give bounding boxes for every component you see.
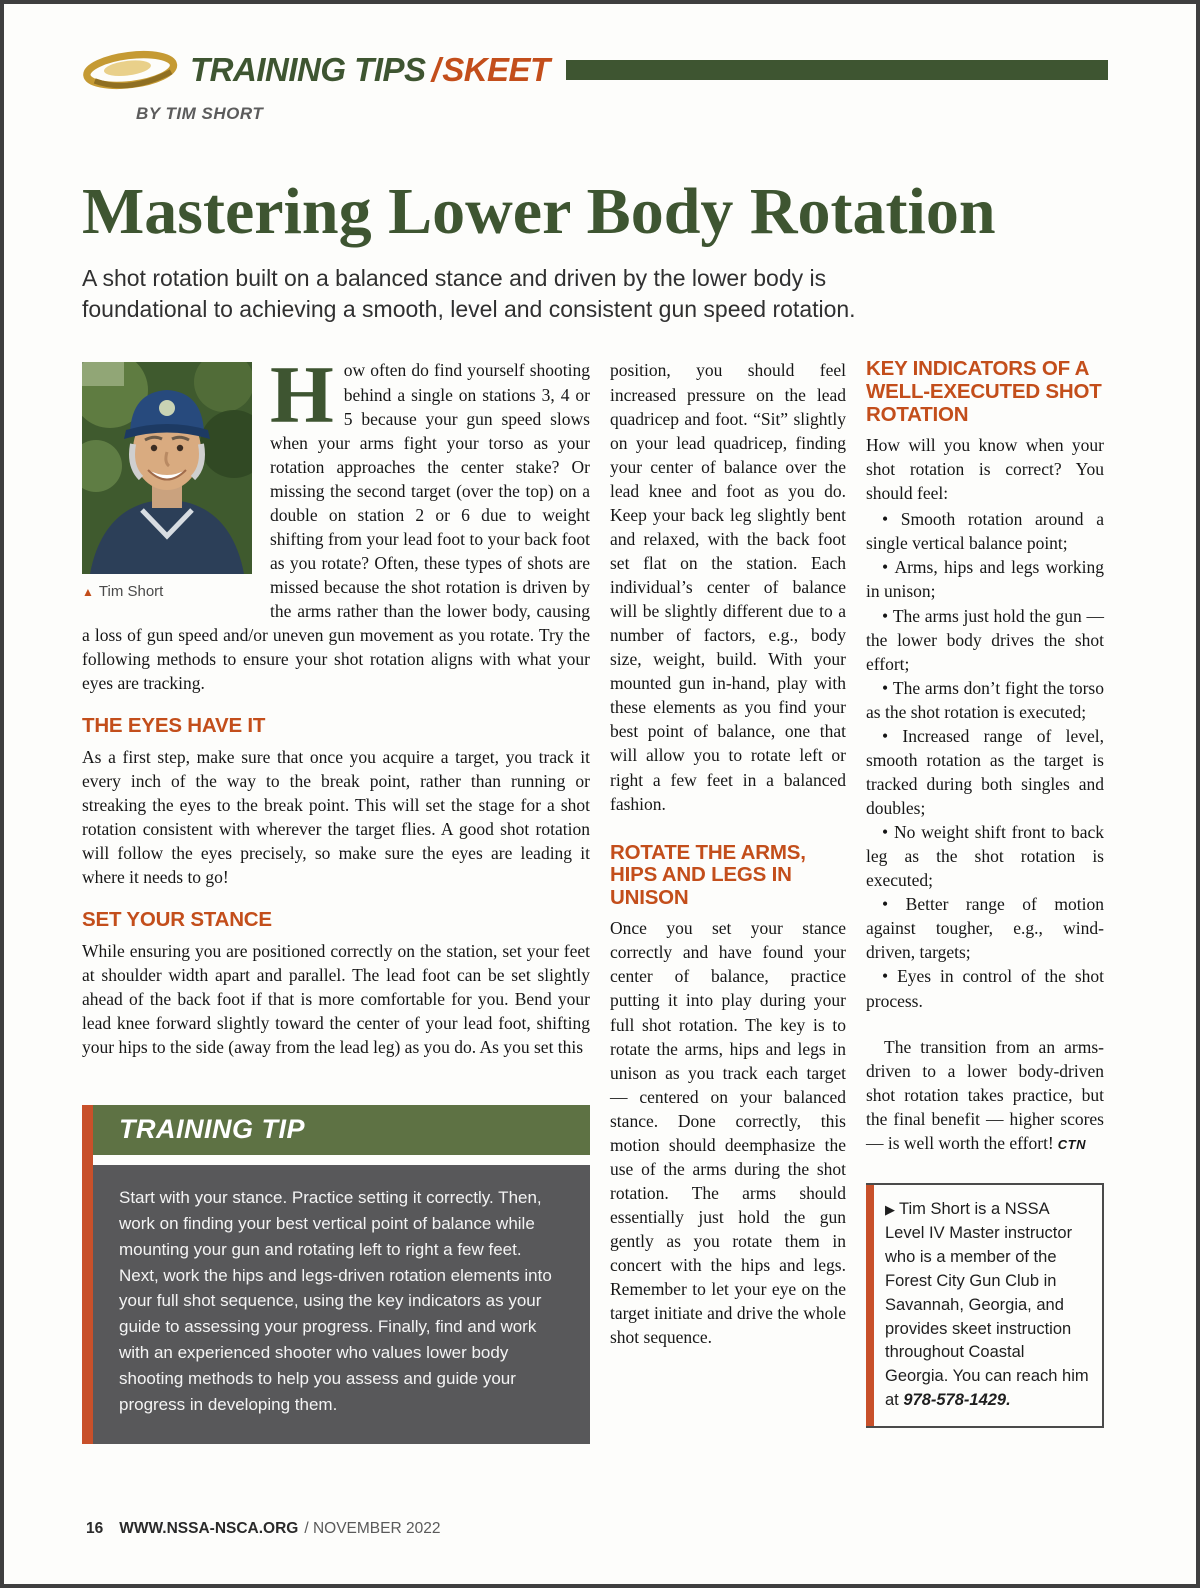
heading-the-eyes-have-it: THE EYES HAVE IT bbox=[82, 714, 266, 738]
training-tip-body: Start with your stance. Practice setting… bbox=[93, 1165, 590, 1444]
page-number: 16 bbox=[86, 1520, 104, 1537]
kicker-separator: / bbox=[431, 51, 441, 88]
kicker-row: TRAINING TIPS/SKEET bbox=[82, 46, 1108, 94]
heading-key-indicators: KEY INDICATORS OF A WELL-EXECUTED SHOT R… bbox=[866, 357, 1102, 426]
dropcap: H bbox=[270, 349, 334, 441]
photo-caption-text: Tim Short bbox=[98, 583, 164, 601]
bio-arrow-icon: ▶ bbox=[885, 1201, 895, 1217]
author-photo-figure: ▲ Tim Short bbox=[82, 362, 252, 603]
continuation-paragraph: position, you should feel increased pres… bbox=[610, 360, 846, 814]
indicators-list: Smooth rotation around a single vertical… bbox=[866, 507, 1104, 1012]
eyes-paragraph: As a first step, make sure that once you… bbox=[82, 746, 590, 888]
byline: BY TIM SHORT bbox=[136, 104, 264, 123]
kicker-topic: SKEET bbox=[442, 51, 550, 88]
nssa-swoosh-logo-icon bbox=[83, 50, 178, 90]
footer-issue-date: / NOVEMBER 2022 bbox=[304, 1520, 441, 1537]
bio-phone: 978-578-1429. bbox=[903, 1391, 1011, 1410]
ctn-endmark: CTN bbox=[1057, 1136, 1086, 1152]
indicator-item: Arms, hips and legs working in unison; bbox=[866, 555, 1104, 603]
page-content: TRAINING TIPS/SKEET BY TIM SHORT Masteri… bbox=[4, 4, 1108, 1444]
caption-triangle-icon: ▲ bbox=[82, 585, 94, 600]
indicator-item: Better range of motion against tougher, … bbox=[866, 892, 1104, 964]
closing-text: The transition from an arms-driven to a … bbox=[866, 1036, 1104, 1153]
indicator-item: Eyes in control of the shot process. bbox=[866, 964, 1104, 1012]
indicator-item: Smooth rotation around a single vertical… bbox=[866, 507, 1104, 555]
column-3: KEY INDICATORS OF A WELL-EXECUTED SHOT R… bbox=[866, 358, 1104, 1443]
intro-text: ow often do find yourself shooting behin… bbox=[82, 360, 590, 694]
author-bio-box: ▶Tim Short is a NSSA Level IV Master ins… bbox=[866, 1182, 1104, 1429]
article-headline: Mastering Lower Body Rotation bbox=[82, 175, 996, 248]
bio-text: Tim Short is a NSSA Level IV Master inst… bbox=[885, 1199, 1089, 1410]
stance-paragraph: While ensuring you are positioned correc… bbox=[82, 940, 590, 1058]
indicators-intro: How will you know when your shot rotatio… bbox=[866, 435, 1104, 504]
training-tip-box: TRAINING TIP Start with your stance. Pra… bbox=[82, 1105, 590, 1444]
kicker-title: TRAINING TIPS bbox=[190, 51, 426, 88]
closing-paragraph: The transition from an arms-driven to a … bbox=[866, 1035, 1104, 1155]
bio-accent-bar bbox=[866, 1184, 874, 1427]
heading-set-your-stance: SET YOUR STANCE bbox=[82, 908, 272, 932]
column-2: position, you should feel increased pres… bbox=[610, 358, 846, 1443]
page-footer: 16 WWW.NSSA-NSCA.ORG / NOVEMBER 2022 bbox=[86, 1520, 440, 1538]
indicator-item: The arms just hold the gun — the lower b… bbox=[866, 604, 1104, 676]
indicator-item: Increased range of level, smooth rotatio… bbox=[866, 724, 1104, 820]
indicator-item: No weight shift front to back leg as the… bbox=[866, 820, 1104, 892]
footer-site-url: WWW.NSSA-NSCA.ORG bbox=[119, 1520, 299, 1537]
tip-gap bbox=[93, 1155, 590, 1166]
rotate-paragraph: Once you set your stance correctly and h… bbox=[610, 918, 846, 1348]
article-deck: A shot rotation built on a balanced stan… bbox=[82, 265, 856, 322]
indicator-item: The arms don’t fight the torso as the sh… bbox=[866, 676, 1104, 724]
photo-caption: ▲ Tim Short bbox=[82, 582, 252, 603]
heading-rotate-arms-hips-legs: ROTATE THE ARMS, HIPS AND LEGS IN UNISON bbox=[610, 840, 806, 909]
bio-content: ▶Tim Short is a NSSA Level IV Master ins… bbox=[874, 1185, 1102, 1426]
training-tip-heading: TRAINING TIP bbox=[93, 1105, 590, 1156]
tim-short-photo bbox=[82, 362, 252, 575]
kicker-rule-bar bbox=[565, 60, 1108, 80]
tip-main: TRAINING TIP Start with your stance. Pra… bbox=[93, 1105, 590, 1444]
kicker-text: TRAINING TIPS/SKEET bbox=[190, 51, 550, 89]
tip-accent-bar bbox=[82, 1105, 93, 1444]
